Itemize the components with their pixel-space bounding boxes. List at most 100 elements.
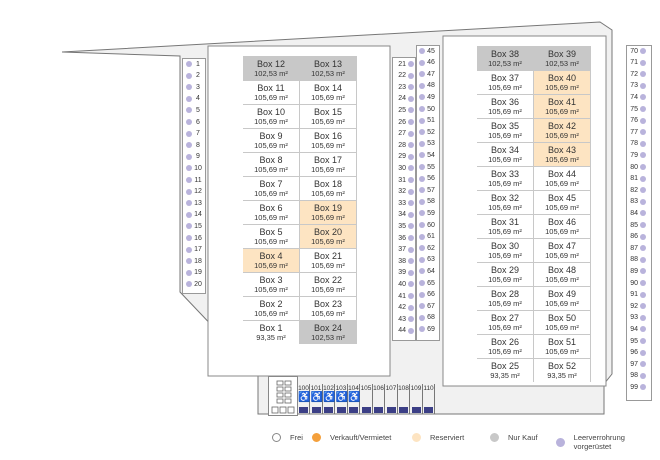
lot-marker-20[interactable]: 20 — [186, 278, 204, 290]
lot-marker-6[interactable]: 6 — [186, 116, 204, 128]
lot-marker-64[interactable]: 64 — [419, 265, 437, 277]
lot-marker-94[interactable]: 94 — [626, 323, 648, 335]
lot-marker-17[interactable]: 17 — [186, 244, 204, 256]
lot-marker-76[interactable]: 76 — [626, 115, 648, 127]
lot-marker-81[interactable]: 81 — [626, 173, 648, 185]
lot-marker-77[interactable]: 77 — [626, 126, 648, 138]
lot-marker-82[interactable]: 82 — [626, 184, 648, 196]
lot-marker-31[interactable]: 31 — [394, 174, 416, 186]
lot-marker-79[interactable]: 79 — [626, 149, 648, 161]
lot-marker-28[interactable]: 28 — [394, 139, 416, 151]
lot-marker-71[interactable]: 71 — [626, 57, 648, 69]
lot-marker-47[interactable]: 47 — [419, 68, 437, 80]
lot-marker-18[interactable]: 18 — [186, 255, 204, 267]
lot-marker-13[interactable]: 13 — [186, 197, 204, 209]
lot-marker-29[interactable]: 29 — [394, 151, 416, 163]
lot-marker-44[interactable]: 44 — [394, 325, 416, 337]
lot-marker-62[interactable]: 62 — [419, 242, 437, 254]
lot-marker-96[interactable]: 96 — [626, 347, 648, 359]
lot-marker-38[interactable]: 38 — [394, 255, 416, 267]
lot-marker-42[interactable]: 42 — [394, 302, 416, 314]
lot-marker-98[interactable]: 98 — [626, 370, 648, 382]
lot-marker-2[interactable]: 2 — [186, 70, 204, 82]
parking-space-108[interactable]: 108 — [398, 384, 410, 414]
lot-marker-45[interactable]: 45 — [419, 45, 437, 57]
lot-marker-54[interactable]: 54 — [419, 149, 437, 161]
lot-marker-27[interactable]: 27 — [394, 128, 416, 140]
lot-marker-37[interactable]: 37 — [394, 244, 416, 256]
parking-space-102[interactable]: 102♿ — [323, 384, 335, 414]
lot-marker-26[interactable]: 26 — [394, 116, 416, 128]
lot-marker-87[interactable]: 87 — [626, 242, 648, 254]
lot-marker-51[interactable]: 51 — [419, 115, 437, 127]
lot-marker-80[interactable]: 80 — [626, 161, 648, 173]
lot-marker-86[interactable]: 86 — [626, 231, 648, 243]
lot-marker-1[interactable]: 1 — [186, 58, 204, 70]
lot-marker-39[interactable]: 39 — [394, 267, 416, 279]
lot-marker-12[interactable]: 12 — [186, 186, 204, 198]
lot-marker-55[interactable]: 55 — [419, 161, 437, 173]
lot-marker-5[interactable]: 5 — [186, 104, 204, 116]
lot-marker-22[interactable]: 22 — [394, 70, 416, 82]
lot-marker-66[interactable]: 66 — [419, 289, 437, 301]
lot-marker-90[interactable]: 90 — [626, 277, 648, 289]
lot-marker-14[interactable]: 14 — [186, 209, 204, 221]
lot-marker-58[interactable]: 58 — [419, 196, 437, 208]
lot-marker-83[interactable]: 83 — [626, 196, 648, 208]
lot-marker-61[interactable]: 61 — [419, 231, 437, 243]
lot-marker-35[interactable]: 35 — [394, 220, 416, 232]
lot-marker-73[interactable]: 73 — [626, 80, 648, 92]
lot-marker-11[interactable]: 11 — [186, 174, 204, 186]
lot-marker-78[interactable]: 78 — [626, 138, 648, 150]
lot-marker-30[interactable]: 30 — [394, 162, 416, 174]
lot-marker-41[interactable]: 41 — [394, 290, 416, 302]
lot-marker-23[interactable]: 23 — [394, 81, 416, 93]
lot-marker-97[interactable]: 97 — [626, 358, 648, 370]
parking-space-103[interactable]: 103♿ — [336, 384, 348, 414]
lot-marker-60[interactable]: 60 — [419, 219, 437, 231]
lot-marker-70[interactable]: 70 — [626, 45, 648, 57]
parking-space-104[interactable]: 104♿ — [348, 384, 360, 414]
lot-marker-95[interactable]: 95 — [626, 335, 648, 347]
lot-marker-3[interactable]: 3 — [186, 81, 204, 93]
lot-marker-88[interactable]: 88 — [626, 254, 648, 266]
lot-marker-46[interactable]: 46 — [419, 57, 437, 69]
lot-marker-67[interactable]: 67 — [419, 300, 437, 312]
lot-marker-91[interactable]: 91 — [626, 289, 648, 301]
lot-marker-92[interactable]: 92 — [626, 300, 648, 312]
lot-marker-49[interactable]: 49 — [419, 91, 437, 103]
lot-marker-84[interactable]: 84 — [626, 207, 648, 219]
lot-marker-74[interactable]: 74 — [626, 91, 648, 103]
lot-marker-93[interactable]: 93 — [626, 312, 648, 324]
lot-marker-8[interactable]: 8 — [186, 139, 204, 151]
lot-marker-72[interactable]: 72 — [626, 68, 648, 80]
